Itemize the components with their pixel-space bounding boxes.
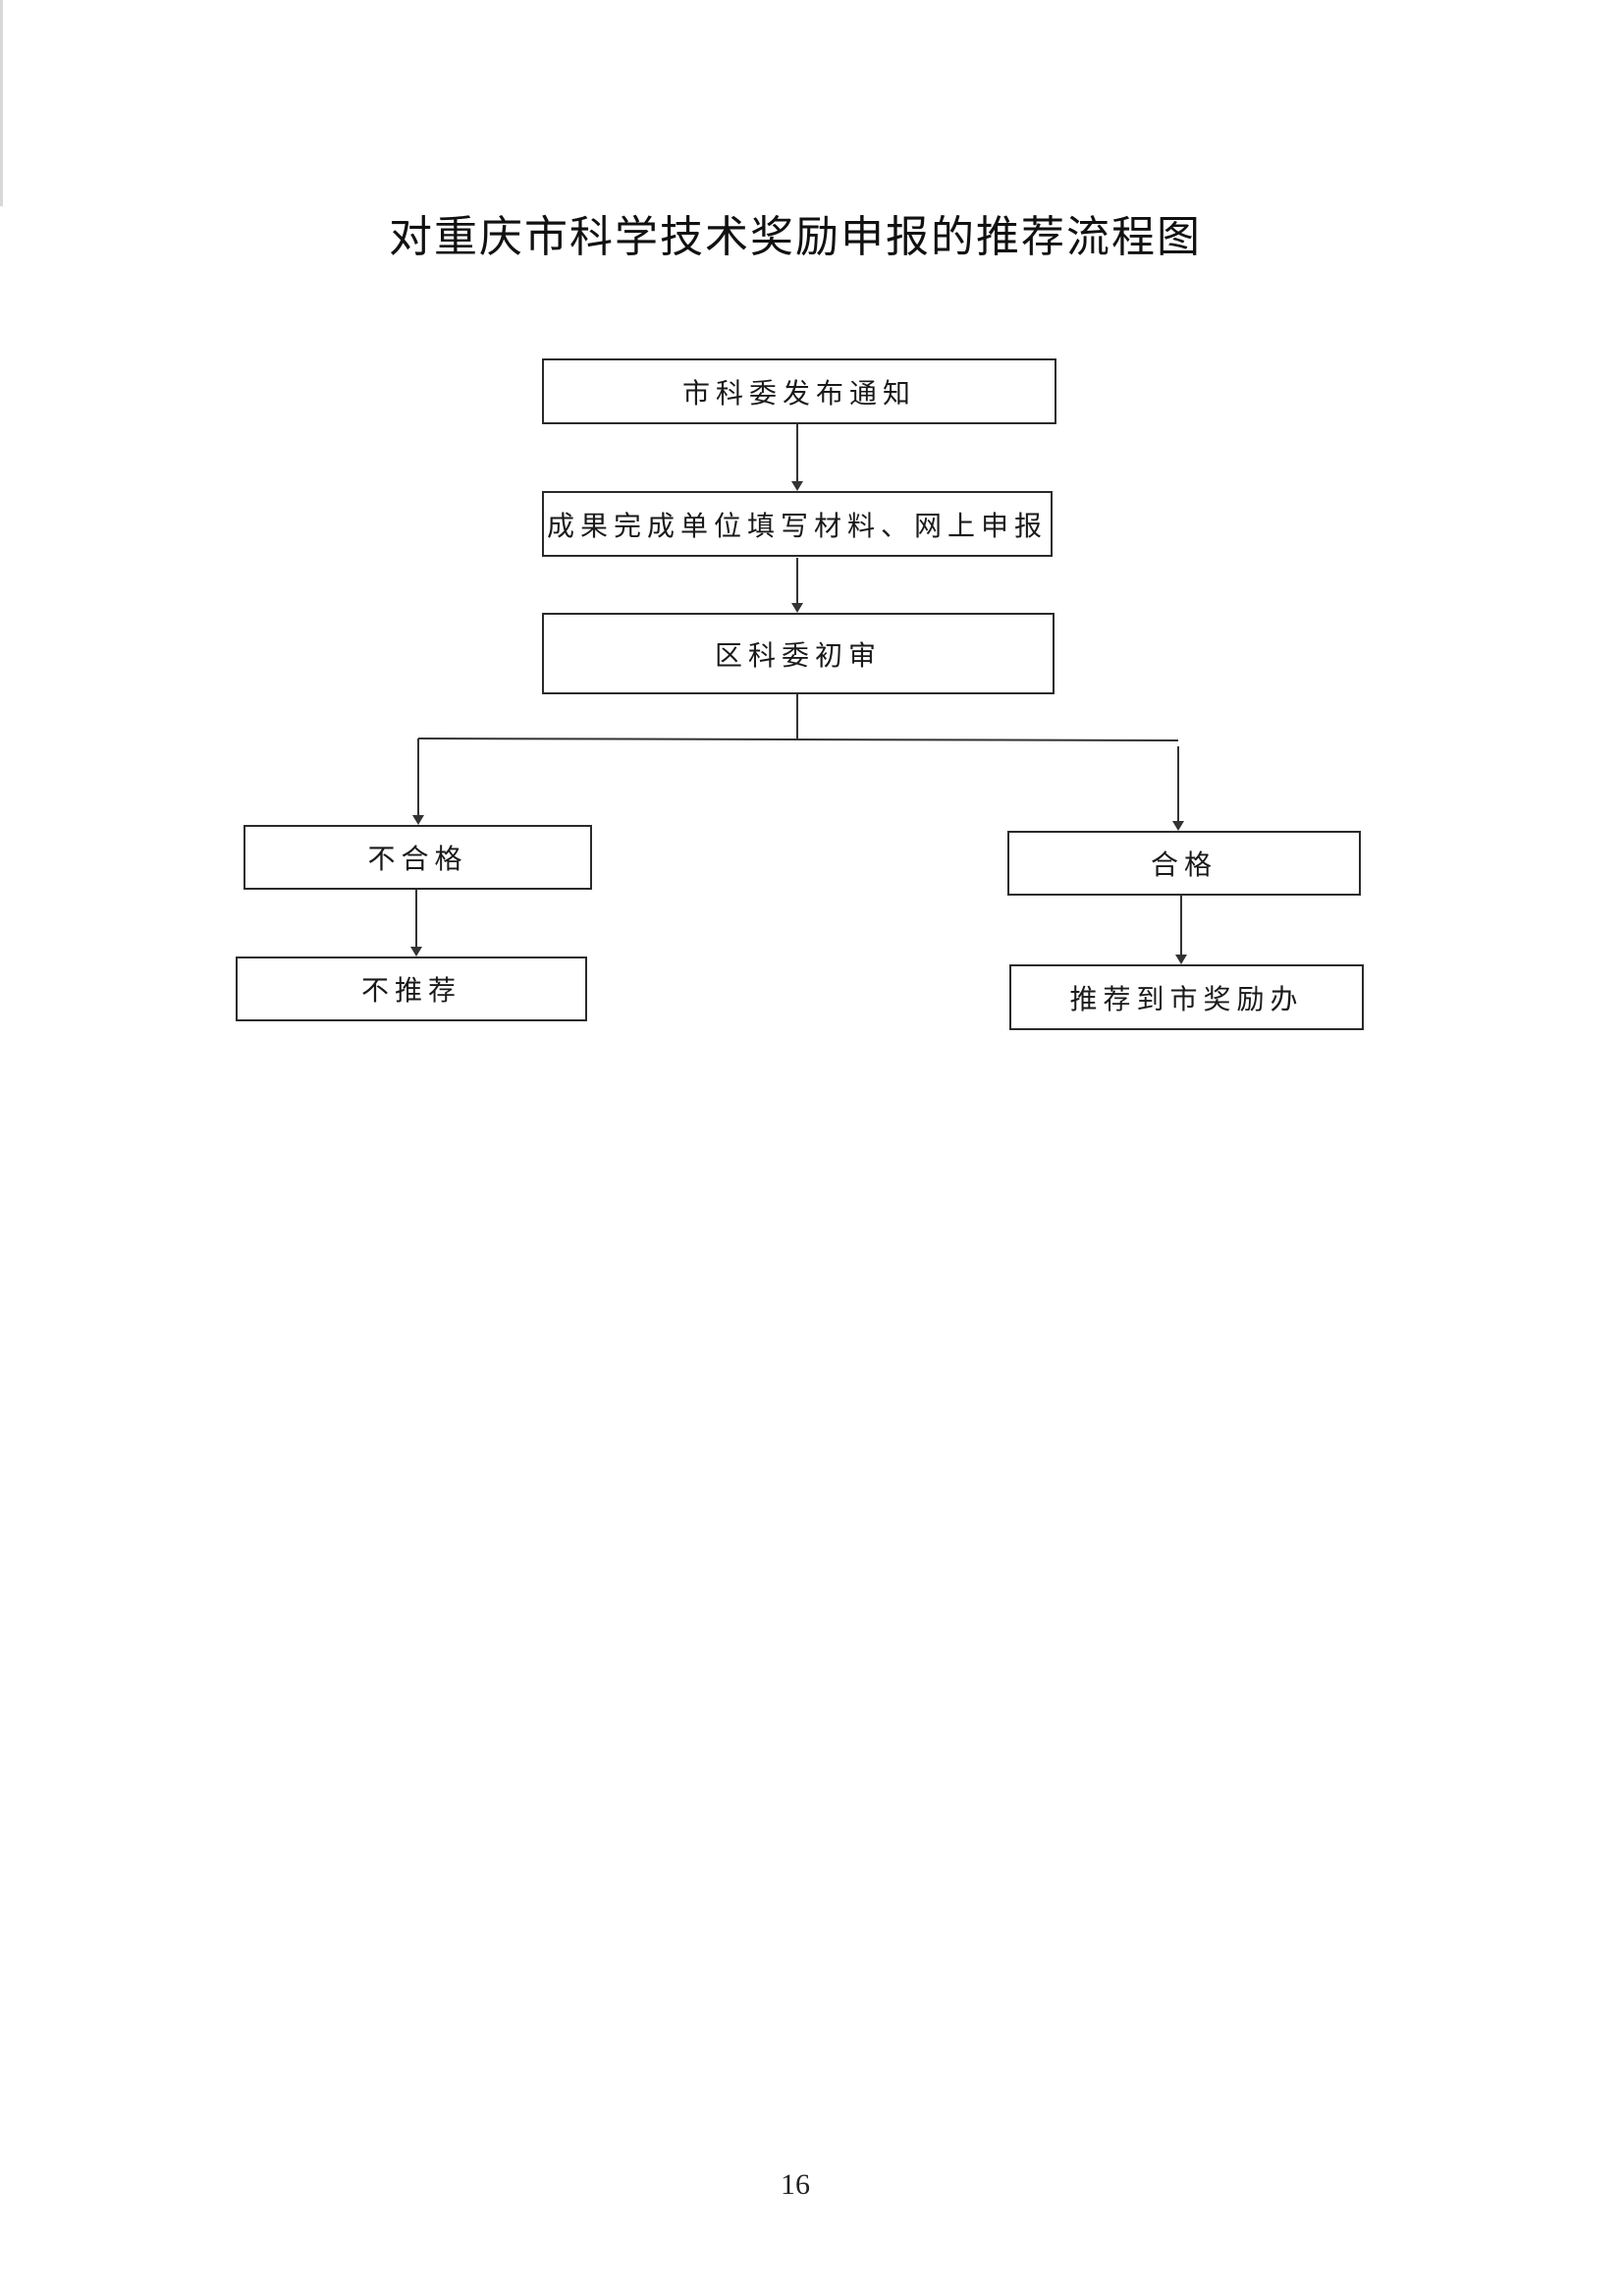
step-notice-box: 市科委发布通知 — [542, 358, 1056, 424]
step-notice-label: 市科委发布通知 — [681, 376, 916, 410]
step-pass-box: 合格 — [1007, 831, 1361, 896]
step-not-recommend-box: 不推荐 — [236, 957, 587, 1021]
step-review-label: 区科委初审 — [714, 638, 882, 672]
step-pass-label: 合格 — [1150, 848, 1217, 881]
step-recommend-box: 推荐到市奖励办 — [1009, 964, 1364, 1030]
step-fail-box: 不合格 — [243, 825, 592, 890]
step-apply-box: 成果完成单位填写材料、网上申报 — [542, 491, 1053, 557]
step-not-recommend-label: 不推荐 — [360, 974, 461, 1007]
connector-horizontal-split — [417, 738, 1179, 741]
page-title: 对重庆市科学技术奖励申报的推荐流程图 — [389, 212, 1202, 262]
step-apply-label: 成果完成单位填写材料、网上申报 — [546, 509, 1048, 542]
step-fail-label: 不合格 — [367, 843, 468, 875]
page-number: 16 — [781, 2168, 810, 2201]
scan-edge-mark — [0, 0, 3, 206]
step-review-box: 区科委初审 — [542, 613, 1055, 694]
step-recommend-label: 推荐到市奖励办 — [1069, 982, 1304, 1015]
